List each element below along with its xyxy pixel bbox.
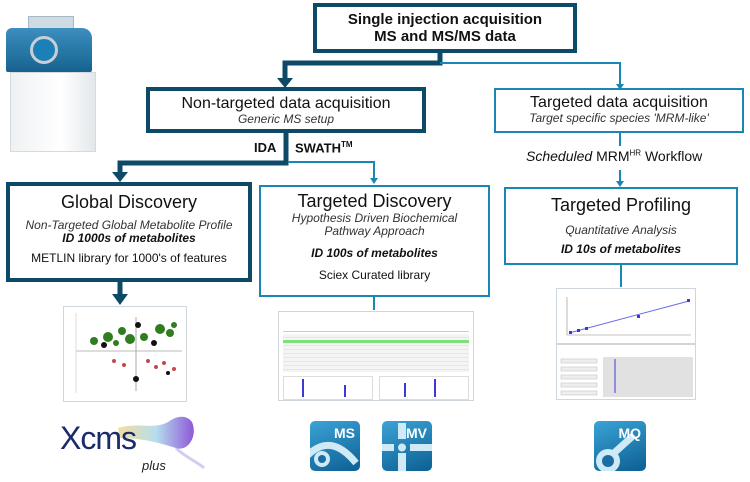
workflow-italic: Scheduled — [526, 148, 593, 164]
arrowhead — [112, 294, 128, 305]
tprofiling-title: Targeted Profiling — [550, 195, 692, 215]
connector-to-global — [117, 130, 289, 175]
calibration-graphic — [557, 289, 695, 397]
tprofiling-id: ID 10s of metabolites — [560, 242, 682, 257]
mq-app-icon[interactable]: MQ — [594, 421, 646, 471]
targeted-profiling-box: Targeted Profiling Quantitative Analysis… — [504, 187, 738, 265]
mass-spectrometer-image — [4, 12, 96, 152]
xcms-text: Xcms — [60, 420, 137, 456]
chromatogram-strip — [283, 315, 469, 332]
workflow-mrm: MRM — [596, 148, 630, 164]
global-discovery-box: Global Discovery Non-Targeted Global Met… — [6, 182, 252, 282]
eye-icon — [310, 441, 359, 467]
single-injection-line2: MS and MS/MS data — [374, 28, 516, 46]
arrowhead — [616, 84, 624, 90]
crosshair-icon — [382, 423, 432, 471]
workflow-tail: Workflow — [644, 148, 703, 164]
xcms-wave-graphic — [118, 416, 206, 470]
mv-app-icon[interactable]: MV — [382, 421, 432, 471]
xcms-plus-logo: Xcms plus — [58, 408, 208, 478]
tdiscovery-subtitle2: Pathway Approach — [324, 224, 425, 239]
targeted-title: Targeted data acquisition — [530, 94, 708, 111]
tdiscovery-id: ID 100s of metabolites — [311, 246, 438, 261]
arrowhead — [277, 78, 293, 88]
nontargeted-acquisition-box: Non-targeted data acquisition Generic MS… — [146, 87, 426, 133]
arrowhead — [616, 181, 624, 187]
global-subtitle: Non-Targeted Global Metabolite Profile — [25, 217, 233, 232]
ida-label: IDA — [254, 140, 277, 155]
global-title: Global Discovery — [60, 192, 198, 212]
workflow-label: Scheduled MRMHR Workflow — [526, 148, 702, 164]
targeted-discovery-box: Targeted Discovery Hypothesis Driven Bio… — [259, 185, 490, 297]
arrowhead — [112, 172, 128, 182]
mv-icon-label: MV — [406, 425, 427, 441]
connector-to-targeted-discovery — [288, 161, 375, 180]
nontargeted-subtitle: Generic MS setup — [237, 112, 335, 127]
ms-icon-label: MS — [334, 425, 355, 441]
tdiscovery-title: Targeted Discovery — [297, 191, 452, 211]
connector-top-to-targeted — [440, 62, 621, 86]
key-icon — [596, 432, 637, 471]
swath-trademark: TM — [340, 140, 353, 149]
single-injection-line1: Single injection acquisition — [347, 11, 543, 28]
swath-text: SWATH — [295, 140, 341, 156]
spectrum-right — [379, 376, 469, 400]
scatter-plot-thumbnail — [63, 306, 187, 402]
targeted-acquisition-box: Targeted data acquisition Target specifi… — [494, 88, 744, 133]
scatter-plot-graphic — [75, 313, 182, 393]
tdiscovery-subtitle1: Hypothesis Driven Biochemical — [291, 210, 458, 225]
arrowhead — [370, 178, 378, 184]
targeted-subtitle: Target specific species 'MRM-like' — [529, 111, 709, 126]
single-injection-box: Single injection acquisition MS and MS/M… — [313, 3, 577, 53]
table-region — [283, 334, 469, 372]
tprofiling-subtitle: Quantitative Analysis — [565, 222, 677, 237]
calibration-screenshot-thumbnail — [556, 288, 696, 400]
connector-top-to-nontargeted — [282, 52, 443, 80]
ms-app-icon[interactable]: MS — [310, 421, 360, 471]
global-id: ID 1000s of metabolites — [62, 231, 196, 246]
swath-label: SWATHTM — [295, 140, 353, 155]
xcms-plus-text: plus — [142, 458, 166, 473]
nontargeted-title: Non-targeted data acquisition — [181, 95, 391, 112]
tdiscovery-library: Sciex Curated library — [318, 268, 431, 283]
workflow-sup: HR — [629, 148, 642, 158]
mq-icon-label: MQ — [618, 425, 641, 441]
spectrum-left — [283, 376, 373, 400]
software-screenshot-thumbnail — [278, 311, 474, 401]
global-library: METLIN library for 1000's of features — [31, 251, 227, 266]
